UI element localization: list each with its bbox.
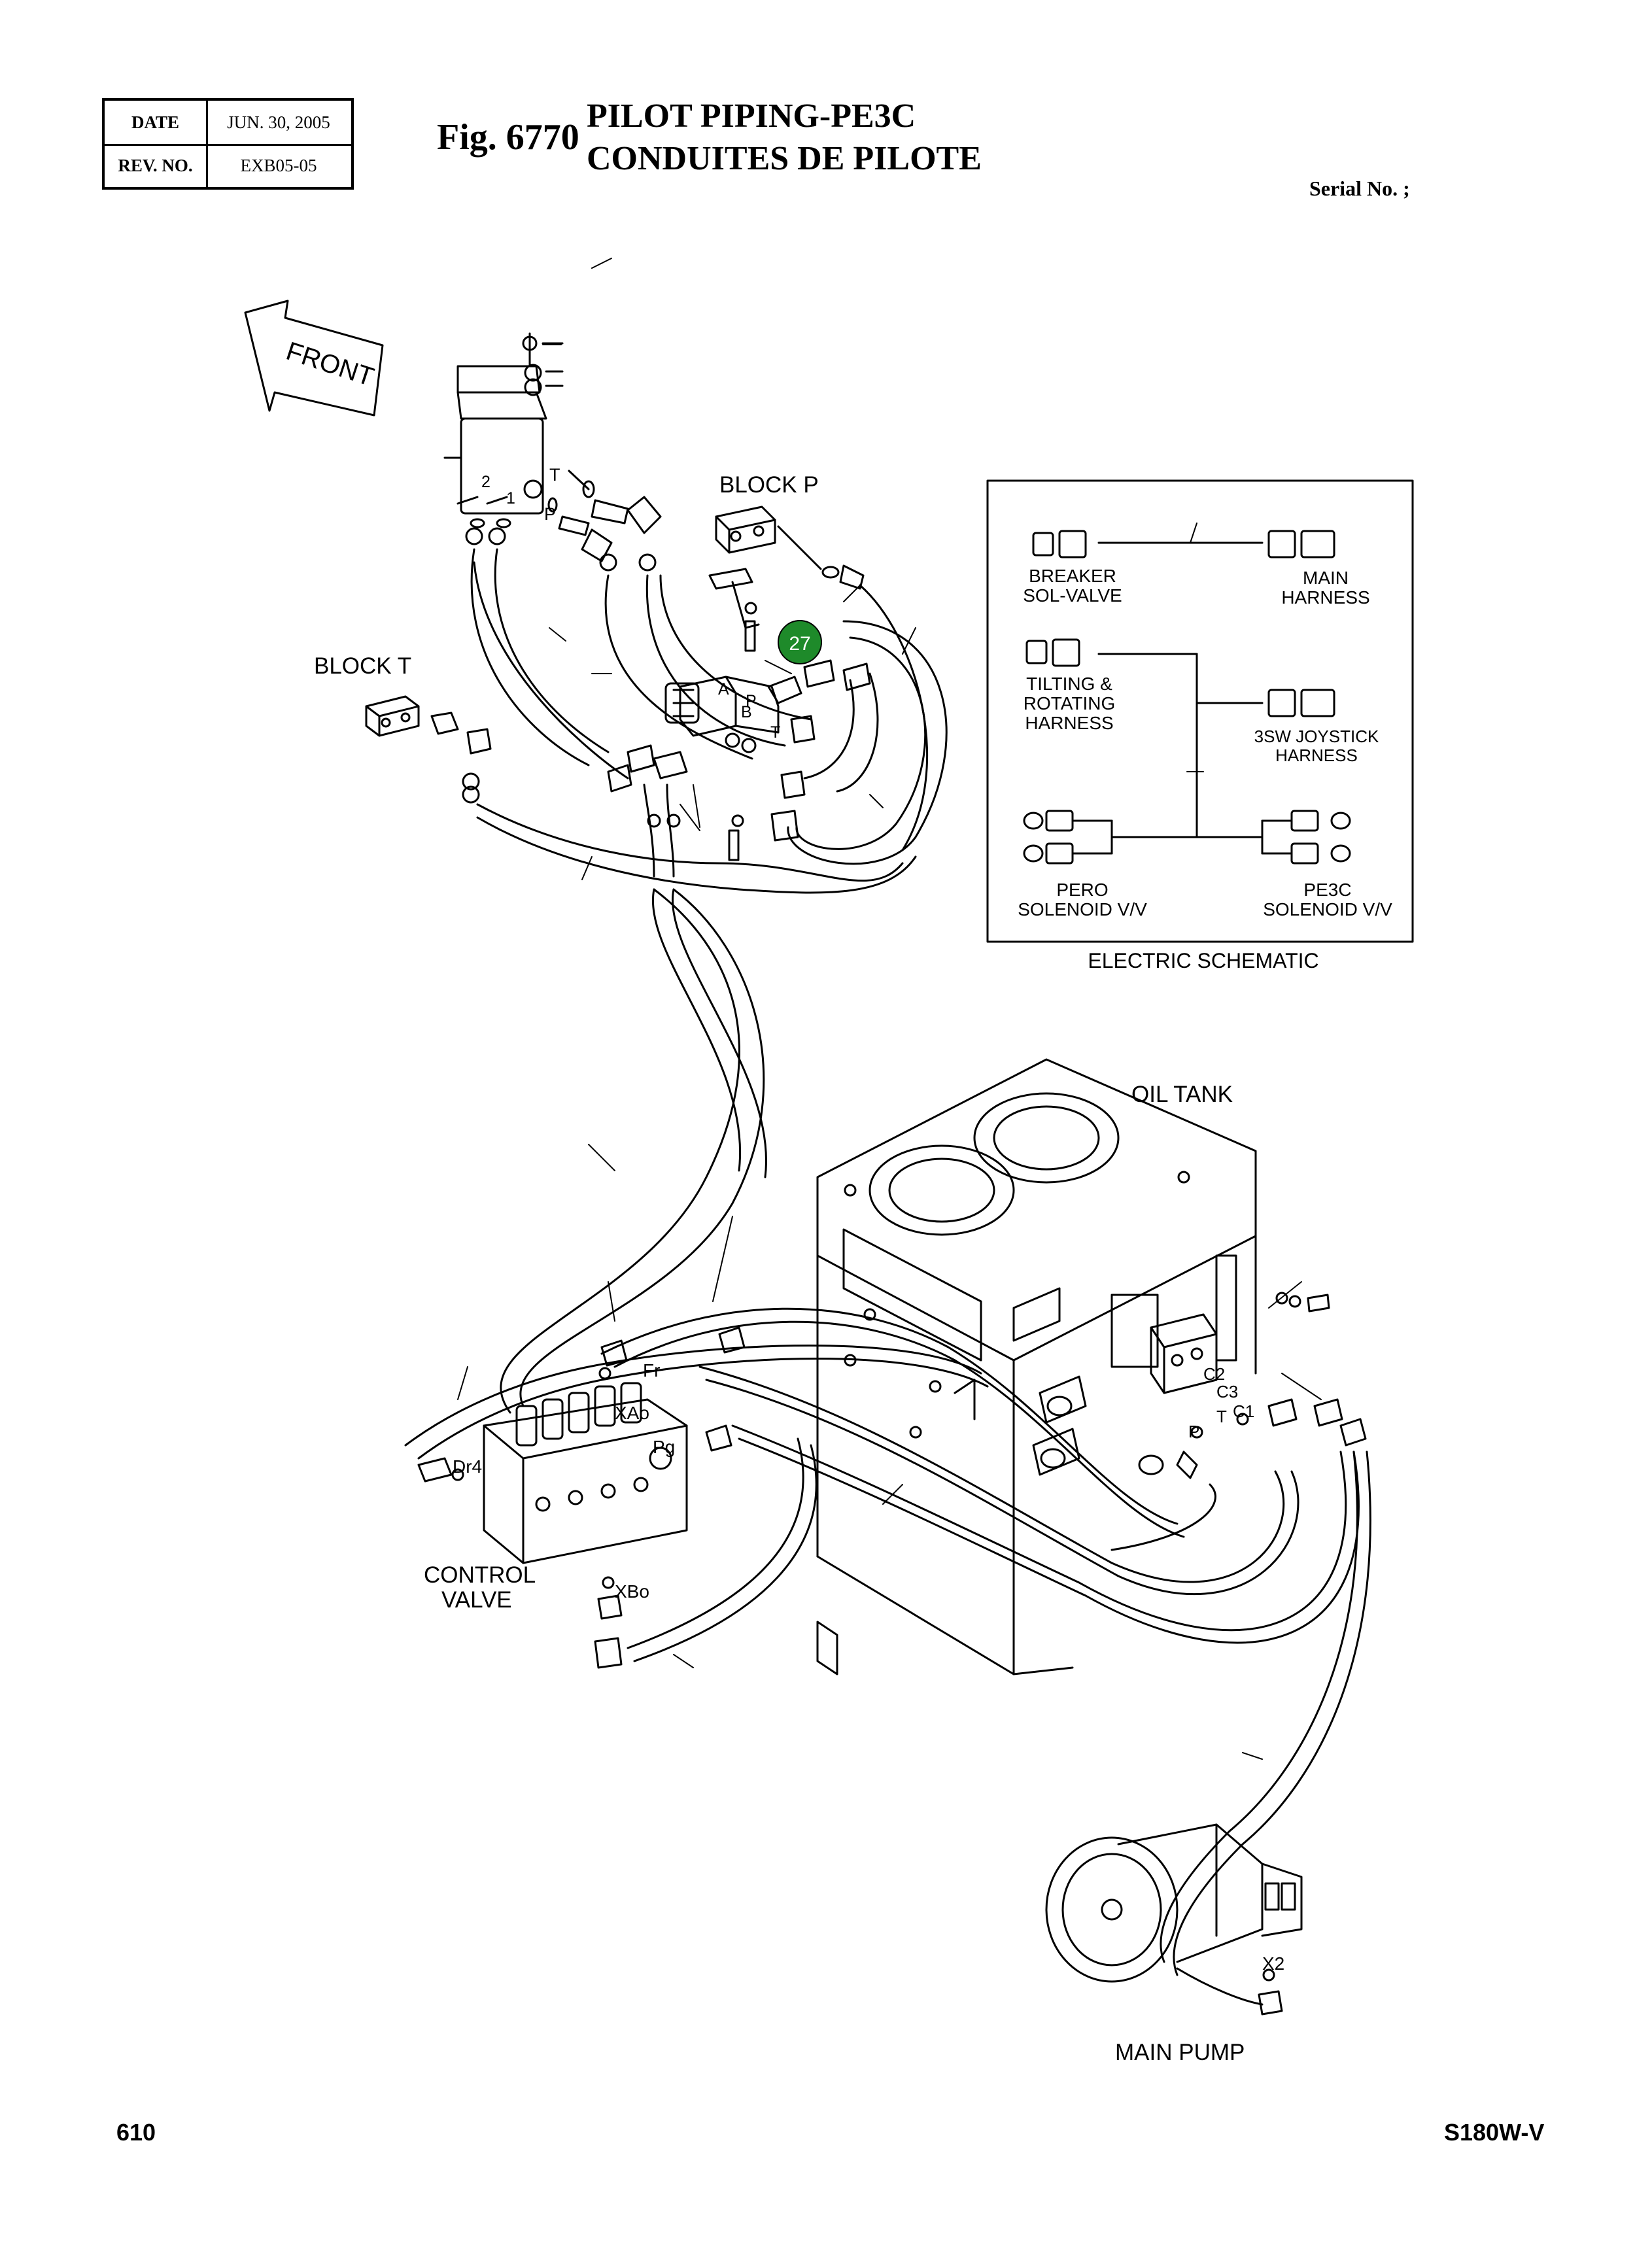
pe3c-label-line1: PE3C <box>1303 880 1351 900</box>
main-harness-label-line1: MAIN <box>1303 568 1349 588</box>
revision-value: EXB05-05 <box>240 155 317 175</box>
joystick-hoses <box>456 496 812 780</box>
date-row: DATE JUN. 30, 2005 <box>105 101 351 146</box>
block-t-label: BLOCK T <box>314 653 411 679</box>
breaker-label-line2: SOL-VALVE <box>1023 585 1122 606</box>
control-valve <box>417 1326 746 1669</box>
lower-pilot-hoses <box>476 744 917 894</box>
front-label: FRONT <box>283 337 377 392</box>
control-valve-label-line1: CONTROL <box>424 1562 536 1588</box>
model-number: S180W-V <box>1444 2119 1545 2146</box>
title-french: CONDUITES DE PILOTE <box>587 140 982 177</box>
port-t2-label: T <box>770 723 780 742</box>
revision-label: REV. NO. <box>105 144 208 187</box>
revision-table: DATE JUN. 30, 2005 REV. NO. EXB05-05 <box>102 98 354 190</box>
solenoid-fittings <box>767 584 948 865</box>
main-pilot-hoses <box>500 888 768 1414</box>
port-t-tank-label: T <box>1216 1407 1227 1426</box>
main-harness-label-line2: HARNESS <box>1281 587 1369 608</box>
tilting-label-line3: HARNESS <box>1025 713 1113 733</box>
port-b-label: B <box>741 703 752 721</box>
date-value: JUN. 30, 2005 <box>227 112 330 132</box>
callout-number: 27 <box>789 633 810 655</box>
block-t <box>365 695 492 804</box>
solenoid-valve <box>664 676 780 753</box>
schematic-title: ELECTRIC SCHEMATIC <box>1088 949 1318 972</box>
port-a-label: A <box>718 680 729 698</box>
serial-number: Serial No. ; <box>1309 177 1410 200</box>
tilting-label-line1: TILTING & <box>1026 674 1112 694</box>
control-valve-label-line2: VALVE <box>441 1587 512 1613</box>
port-2-label: 2 <box>481 473 490 491</box>
port-p2-label: P <box>746 692 757 710</box>
tank-solenoid-block <box>1110 1254 1367 1479</box>
port-p-label: P <box>544 504 556 524</box>
breaker-label-line1: BREAKER <box>1029 566 1116 586</box>
title-english: PILOT PIPING-PE3C <box>587 97 916 135</box>
joystick-harness-label-line2: HARNESS <box>1275 746 1358 765</box>
pero-label-line2: SOLENOID V/V <box>1018 899 1147 919</box>
port-x2-label: X2 <box>1262 1953 1284 1974</box>
port-dr4-label: Dr4 <box>453 1456 482 1477</box>
schematic-labels: BREAKER SOL-VALVE MAIN HARNESS TILTING &… <box>1018 566 1392 972</box>
pe3c-label-line2: SOLENOID V/V <box>1263 899 1392 919</box>
port-xbo-label: XBo <box>615 1581 649 1602</box>
port-c1-label: C1 <box>1233 1401 1254 1421</box>
callout-27: 27 <box>778 620 822 664</box>
port-c3-label: C3 <box>1216 1382 1238 1401</box>
joystick-harness-label-line1: 3SW JOYSTICK <box>1254 727 1379 746</box>
main-pump <box>1045 1823 1303 2016</box>
joystick-assembly <box>443 332 564 515</box>
port-p-tank-label: P <box>1188 1422 1199 1441</box>
front-arrow <box>244 300 384 417</box>
joystick-fittings <box>547 470 662 562</box>
control-valve-hoses <box>404 1307 1371 1976</box>
port-1-label: 1 <box>506 489 515 507</box>
port-c2-label: C2 <box>1203 1364 1225 1384</box>
oil-tank <box>816 1058 1257 1675</box>
block-p <box>708 506 865 652</box>
electric-schematic <box>986 479 1414 943</box>
page-number: 610 <box>116 2119 156 2146</box>
figure-number: Fig. 6770 <box>437 117 579 158</box>
tilting-label-line2: ROTATING <box>1024 693 1116 713</box>
port-xao-label: XAo <box>615 1403 649 1423</box>
main-pump-label: MAIN PUMP <box>1115 2040 1245 2065</box>
block-p-label: BLOCK P <box>719 472 819 498</box>
oil-tank-label: OIL TANK <box>1131 1082 1233 1107</box>
date-label: DATE <box>105 101 208 144</box>
revision-row: REV. NO. EXB05-05 <box>105 144 351 187</box>
leader-lines <box>457 258 1322 1760</box>
port-t-label: T <box>549 465 560 485</box>
port-pg-label: Pg <box>653 1437 675 1457</box>
port-fr-label: Fr <box>643 1360 660 1381</box>
pero-label-line1: PERO <box>1056 880 1108 900</box>
